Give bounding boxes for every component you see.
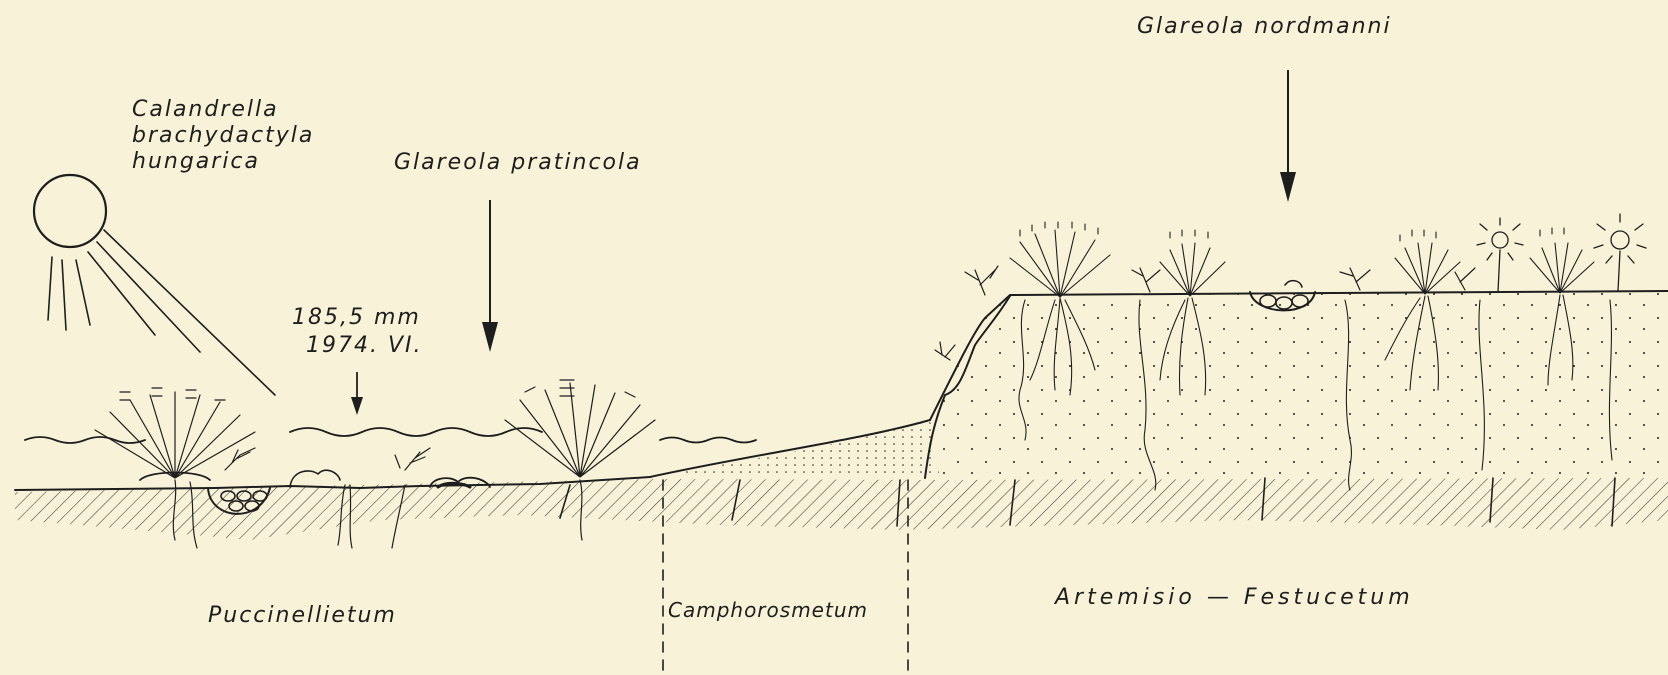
down-arrow-icon bbox=[482, 200, 498, 352]
down-arrow-icon bbox=[1280, 70, 1296, 202]
label-zone-camphorosmetum: Camphorosmetum bbox=[668, 597, 868, 623]
down-arrow-icon bbox=[351, 372, 363, 415]
label-calandrella-subspecies: hungarica bbox=[132, 149, 260, 175]
label-zone-artemisio-festucetum: Artemisio — Festucetum bbox=[1055, 585, 1414, 611]
label-zone-puccinellietum: Puccinellietum bbox=[208, 603, 397, 629]
label-calandrella-species: brachydactyla bbox=[132, 123, 314, 149]
label-rainfall-amount: 185,5 mm bbox=[292, 305, 421, 331]
label-calandrella-genus: Calandrella bbox=[132, 97, 279, 123]
label-glareola-pratincola: Glareola pratincola bbox=[394, 150, 642, 176]
label-glareola-nordmanni: Glareola nordmanni bbox=[1137, 14, 1392, 40]
label-rainfall-date: 1974. VI. bbox=[306, 333, 423, 359]
